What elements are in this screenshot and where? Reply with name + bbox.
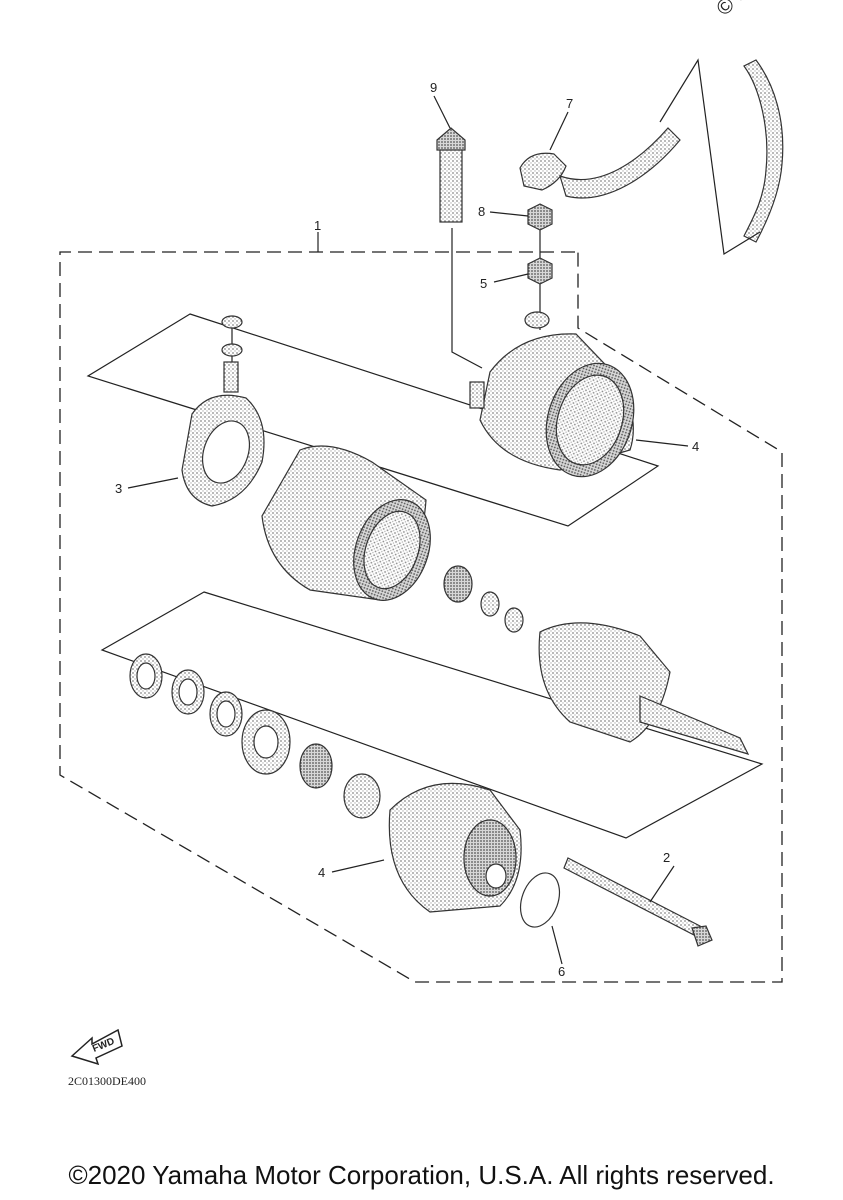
leader-5: [493, 273, 529, 283]
armature: [538, 622, 750, 755]
callout-4-upper: 4: [692, 439, 699, 454]
nut-part-5: [527, 257, 553, 285]
leader-8: [489, 211, 529, 217]
leader-9: [433, 95, 451, 129]
callout-8: 8: [478, 204, 485, 219]
bolt-axis-line: [451, 228, 483, 369]
callout-3: 3: [115, 481, 122, 496]
leader-7: [549, 111, 569, 151]
through-bolt-part-2: [563, 857, 713, 947]
leader-4a: [635, 439, 689, 447]
yoke-housing: [261, 445, 431, 601]
brush-holder-part-3: [181, 315, 265, 507]
callout-1: 1: [314, 218, 321, 233]
callout-5: 5: [480, 276, 487, 291]
ring-set-lower: [129, 653, 381, 819]
rear-cover-part-4: [469, 333, 635, 478]
o-ring-part-6: [519, 872, 561, 928]
callout-2: 2: [663, 850, 670, 865]
front-cover-part-4: [388, 782, 522, 913]
bushing-set-upper: [443, 565, 524, 633]
leader-3: [127, 477, 179, 489]
bolt-part-9: [436, 127, 466, 223]
leader-6: [551, 925, 563, 965]
leader-2: [649, 865, 675, 903]
washer-top: [524, 311, 550, 329]
leader-4b: [331, 859, 385, 873]
assembly-outline: [59, 251, 783, 983]
nut-part-8: [527, 203, 553, 231]
copyright-notice: ©2020 Yamaha Motor Corporation, U.S.A. A…: [68, 1160, 775, 1190]
fwd-arrow-icon: FWD: [70, 1028, 123, 1066]
callout-4-lower: 4: [318, 865, 325, 880]
callout-9: 9: [430, 80, 437, 95]
lead-wire-part-7: [519, 58, 784, 255]
diagram-code: 2C01300DE400: [68, 1074, 146, 1088]
callout-6: 6: [558, 964, 565, 979]
callout-7: 7: [566, 96, 573, 111]
